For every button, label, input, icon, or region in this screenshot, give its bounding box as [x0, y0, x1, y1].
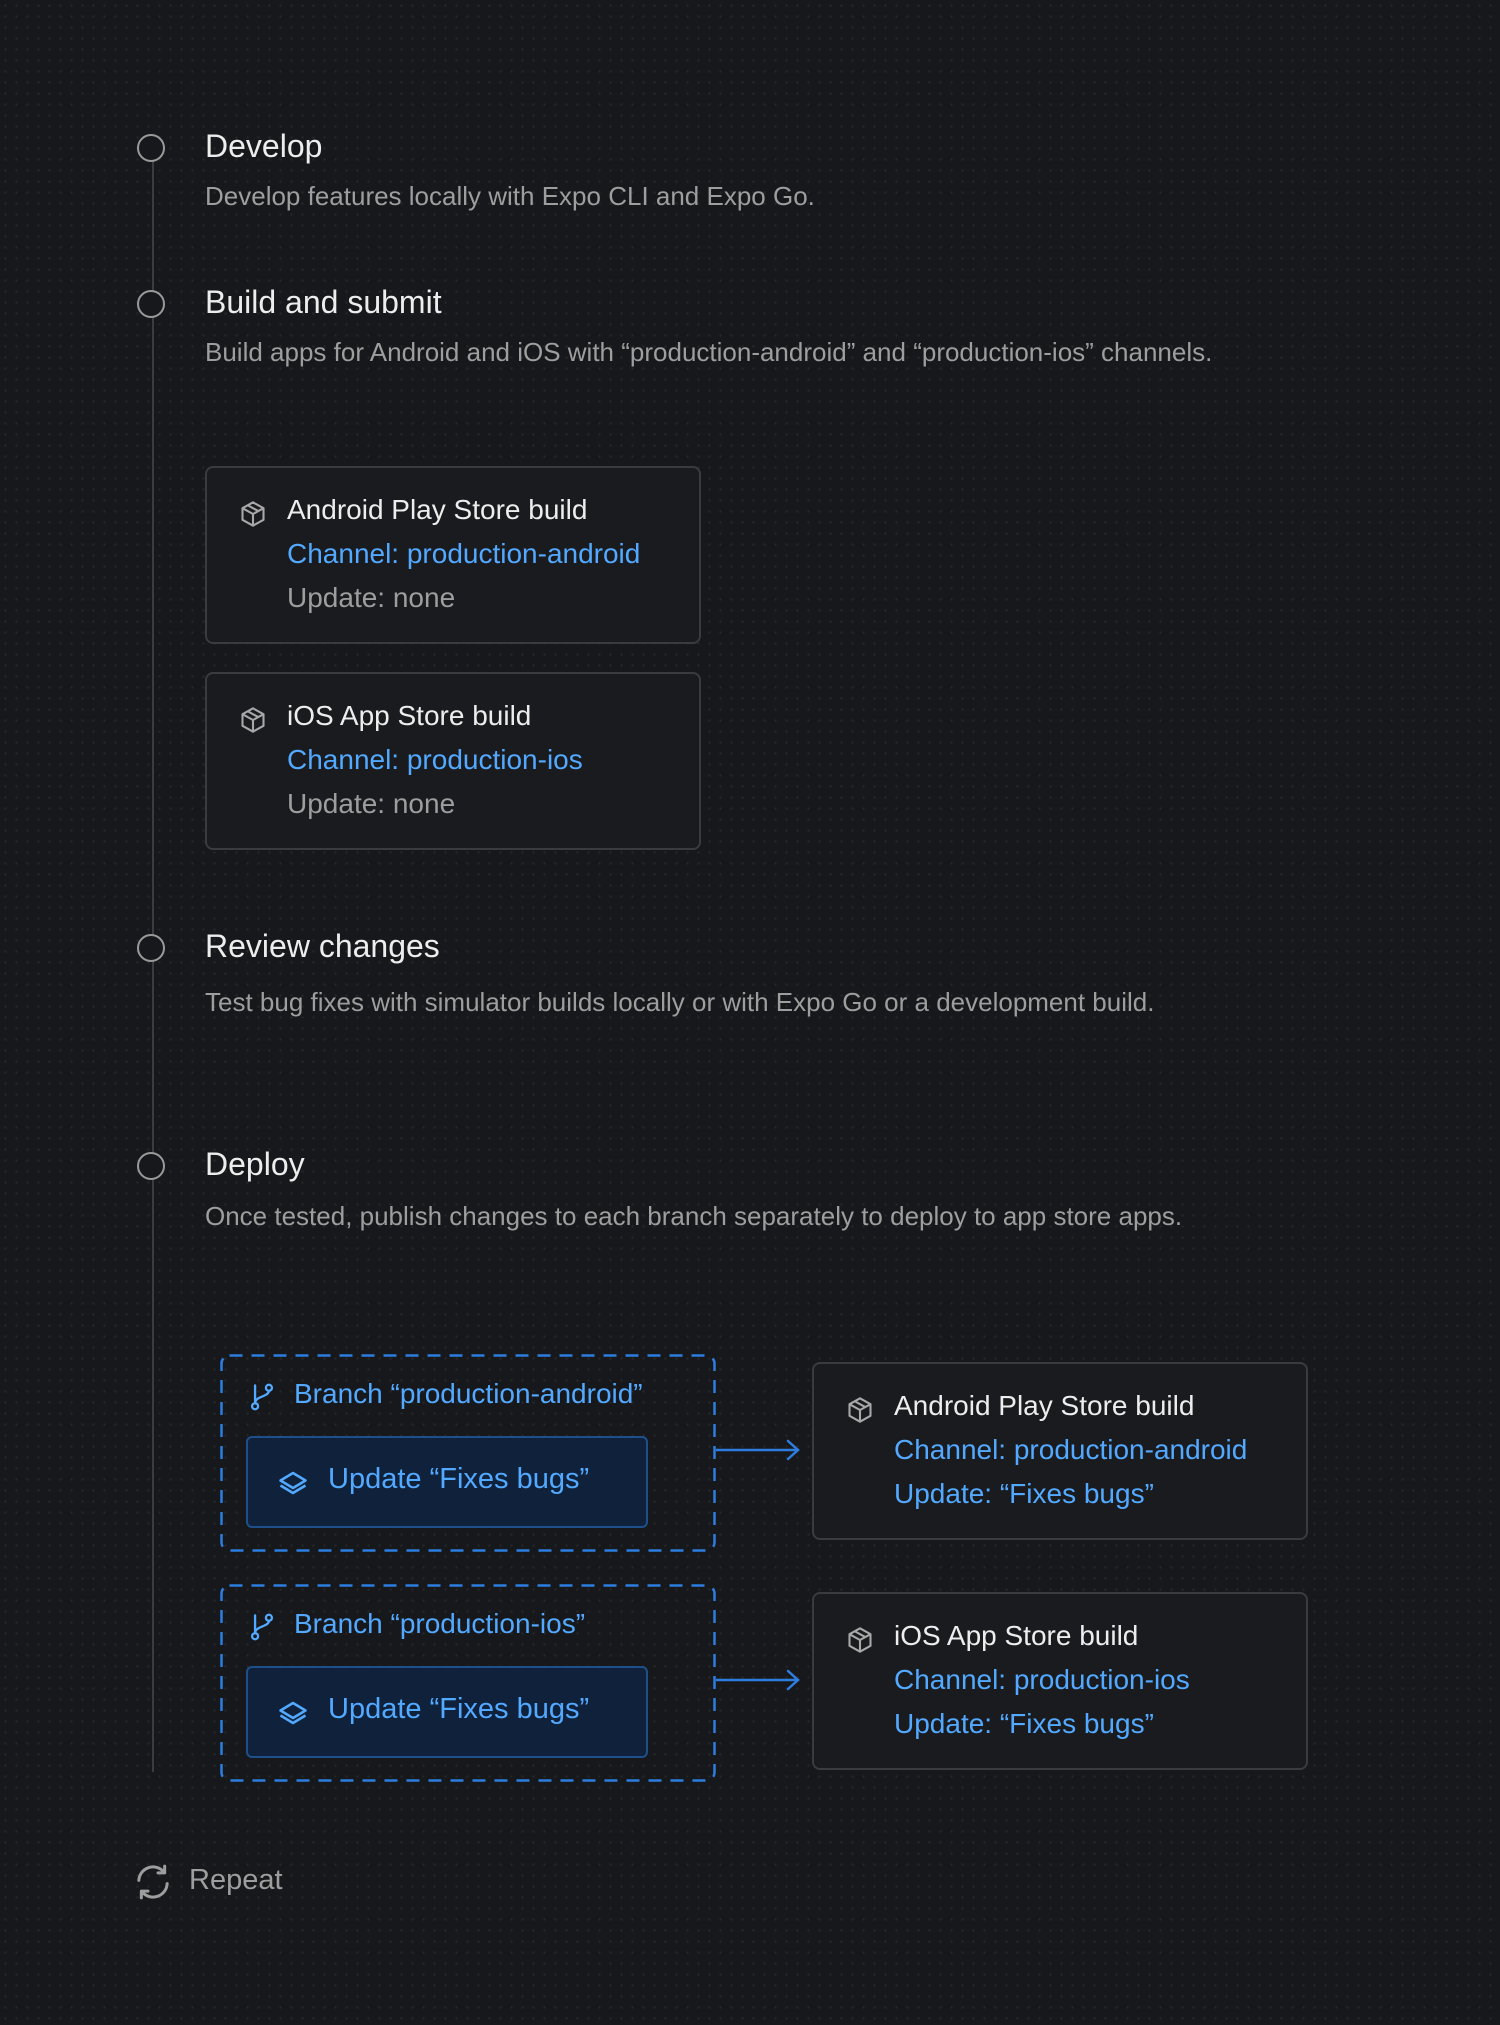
card-channel: Channel: production-android [894, 1434, 1248, 1465]
arrow-right-icon [716, 1439, 800, 1461]
card-update: Update: none [287, 788, 456, 819]
timeline-line [152, 152, 154, 1772]
dashed-border [220, 1354, 716, 1552]
card-title: iOS App Store build [894, 1620, 1139, 1651]
box-icon [848, 1397, 872, 1423]
step-title: Develop [205, 128, 323, 164]
deploy-card-ios[interactable]: iOS App Store build Channel: production-… [812, 1592, 1308, 1770]
step-marker [137, 934, 165, 962]
card-title: Android Play Store build [287, 494, 588, 525]
layers-icon [279, 1471, 307, 1495]
git-branch-icon [250, 1613, 274, 1641]
step-marker [137, 1152, 165, 1180]
step-description: Test bug fixes with simulator builds loc… [205, 987, 1155, 1017]
branch-label: Branch “production-android” [294, 1378, 643, 1409]
card-channel: Channel: production-ios [894, 1664, 1190, 1695]
box-icon [848, 1627, 872, 1653]
dashed-border [220, 1584, 716, 1782]
card-update: Update: “Fixes bugs” [894, 1708, 1154, 1739]
box-icon [241, 707, 265, 733]
card-update: Update: none [287, 582, 456, 613]
step-title: Deploy [205, 1146, 305, 1182]
card-channel: Channel: production-ios [287, 744, 583, 775]
box-icon [241, 501, 265, 527]
branch-box-android[interactable]: Branch “production-android” Update “Fixe… [220, 1354, 716, 1552]
build-card-ios[interactable]: iOS App Store build Channel: production-… [205, 672, 701, 850]
step-marker [137, 290, 165, 318]
step-description: Once tested, publish changes to each bra… [205, 1201, 1183, 1231]
branch-box-ios[interactable]: Branch “production-ios” Update “Fixes bu… [220, 1584, 716, 1782]
card-title: Android Play Store build [894, 1390, 1195, 1421]
step-description: Develop features locally with Expo CLI a… [205, 181, 815, 211]
branch-label: Branch “production-ios” [294, 1608, 586, 1639]
card-title: iOS App Store build [287, 700, 532, 731]
git-branch-icon [250, 1383, 274, 1411]
arrow-right-icon [716, 1669, 800, 1691]
deploy-card-android[interactable]: Android Play Store build Channel: produc… [812, 1362, 1308, 1540]
step-title: Build and submit [205, 284, 442, 320]
update-label: Update “Fixes bugs” [328, 1463, 590, 1495]
card-channel: Channel: production-android [287, 538, 641, 569]
build-card-android[interactable]: Android Play Store build Channel: produc… [205, 466, 701, 644]
update-pill[interactable]: Update “Fixes bugs” [246, 1666, 648, 1758]
refresh-icon [137, 1864, 169, 1900]
step-marker [137, 134, 165, 162]
update-label: Update “Fixes bugs” [328, 1693, 590, 1725]
repeat-label: Repeat [189, 1864, 283, 1896]
step-title: Review changes [205, 928, 440, 964]
step-description: Build apps for Android and iOS with “pro… [205, 337, 1213, 367]
update-pill[interactable]: Update “Fixes bugs” [246, 1436, 648, 1528]
layers-icon [279, 1701, 307, 1725]
card-update: Update: “Fixes bugs” [894, 1478, 1154, 1509]
